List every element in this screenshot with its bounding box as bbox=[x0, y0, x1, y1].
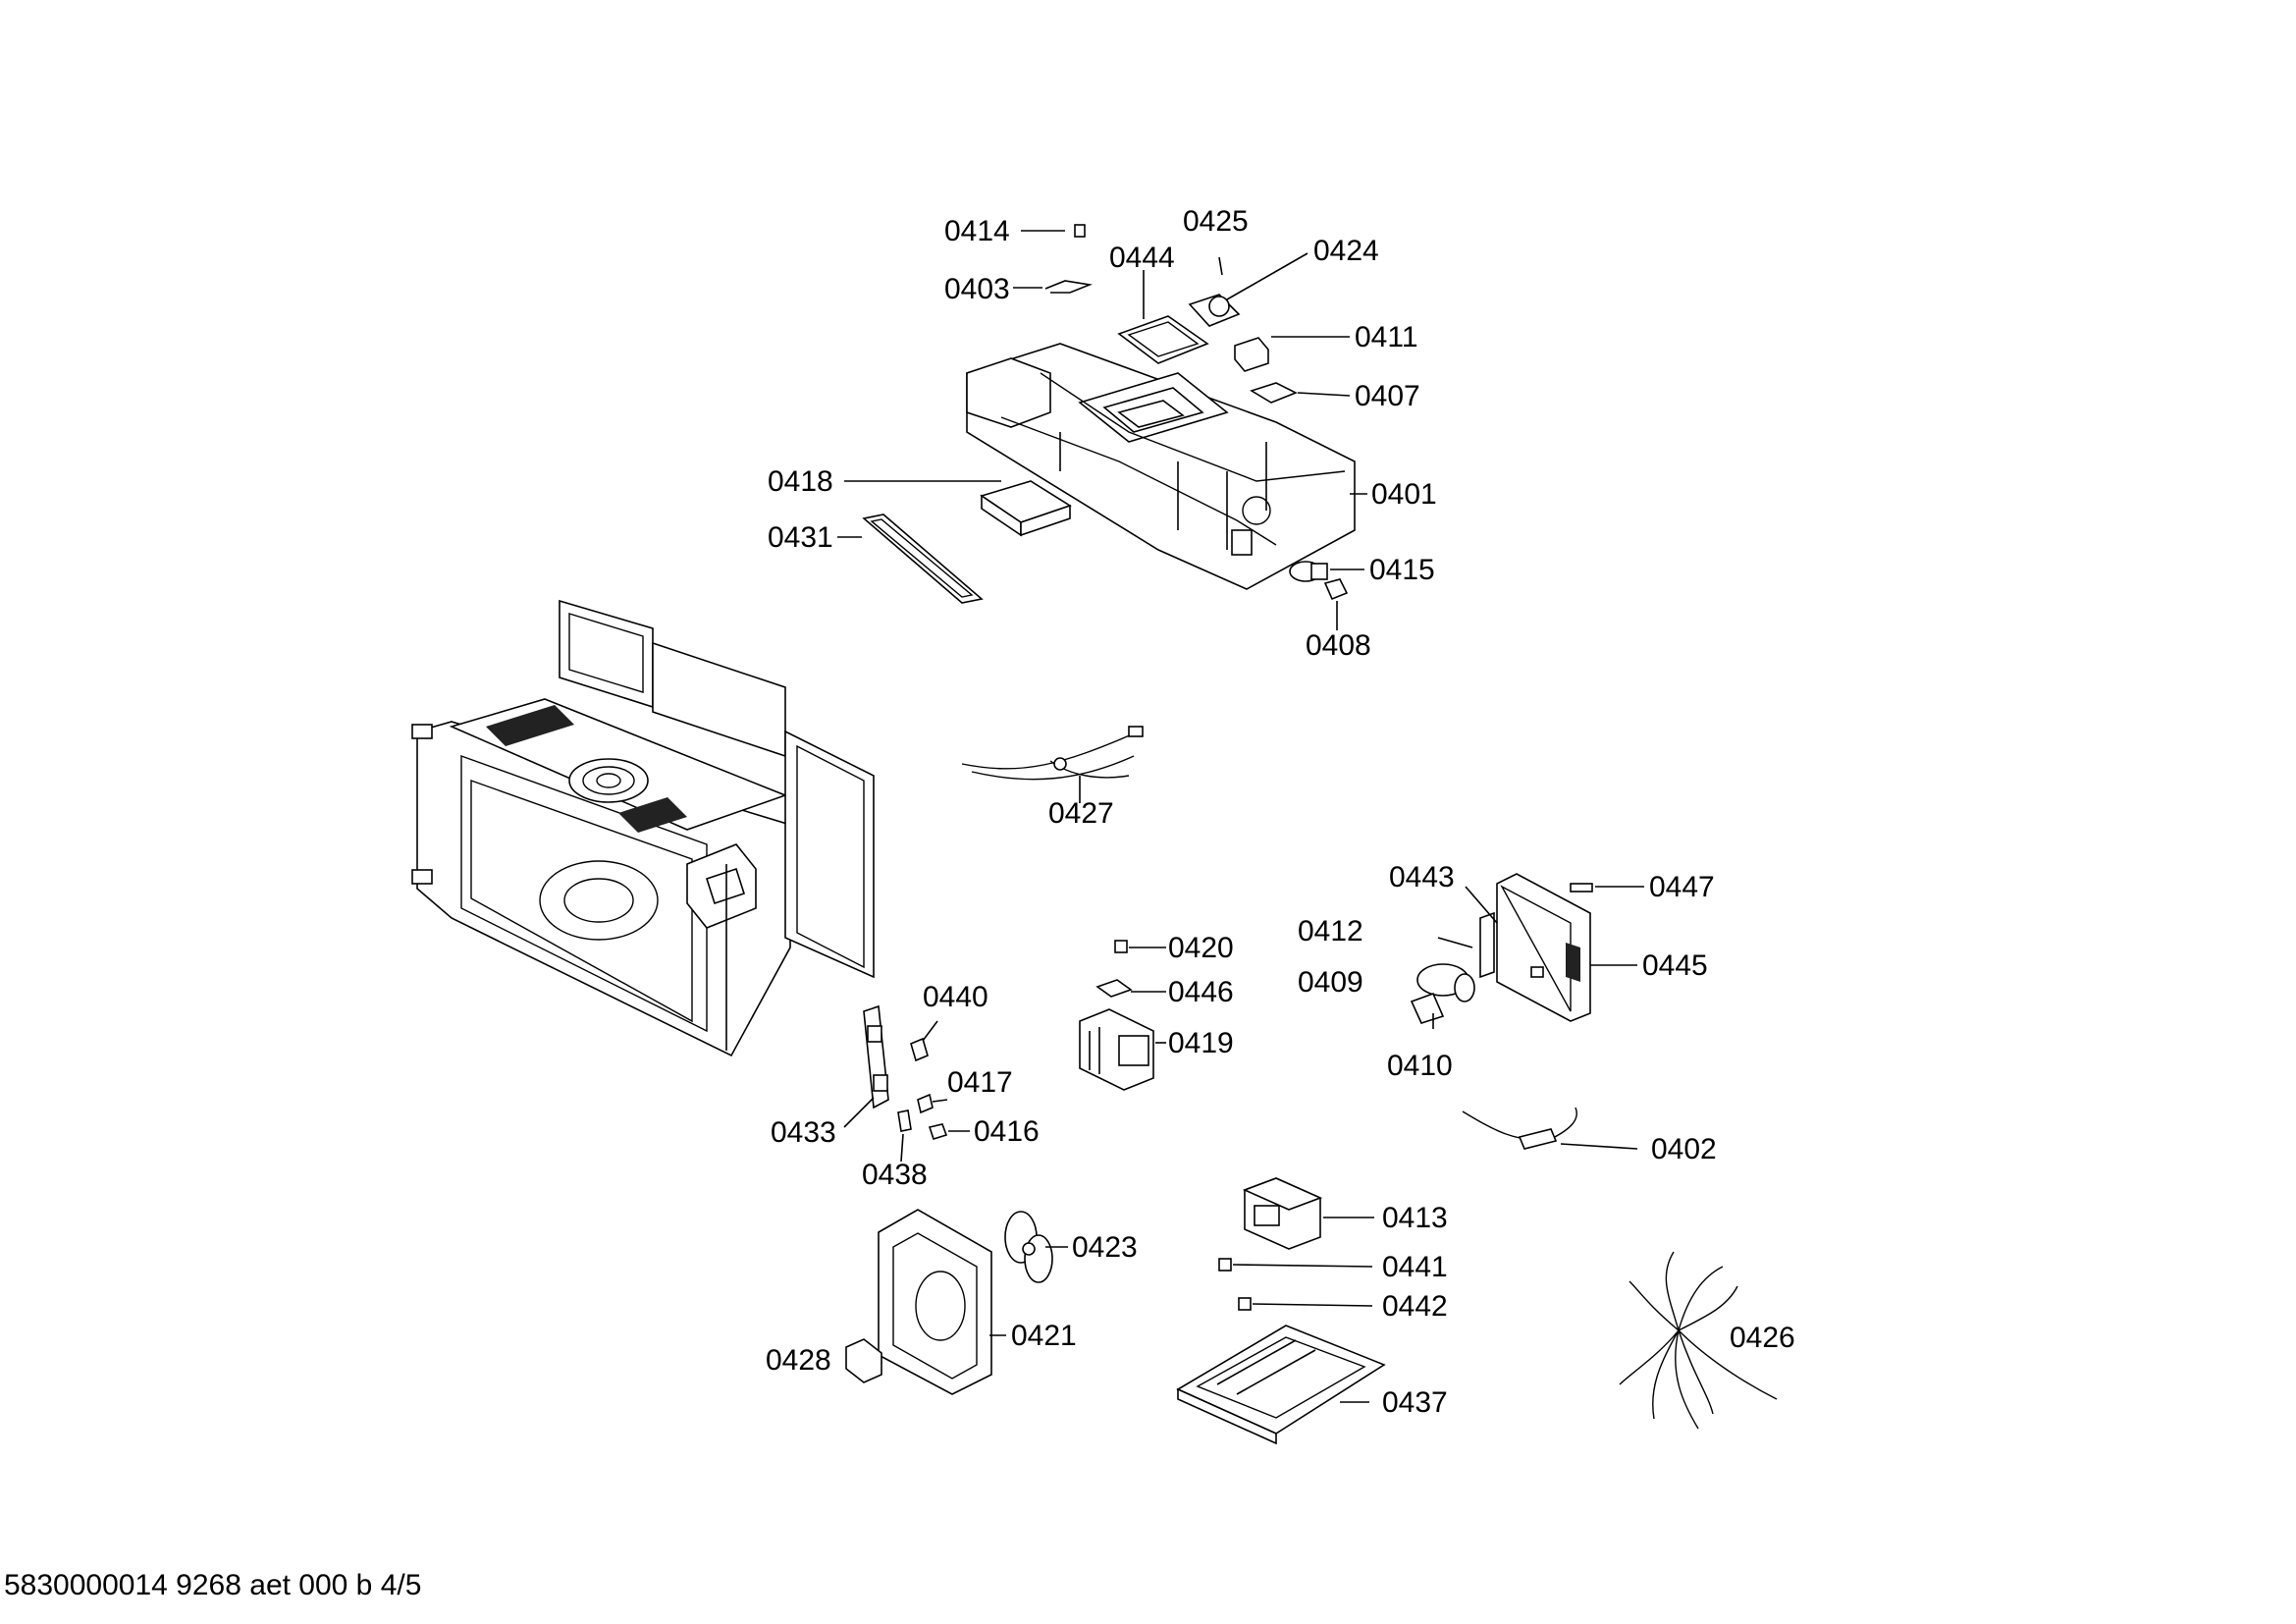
part-0425-pin bbox=[1218, 256, 1223, 276]
label-0403: 0403 bbox=[944, 273, 1010, 305]
label-0411: 0411 bbox=[1355, 321, 1418, 353]
label-0440: 0440 bbox=[923, 981, 988, 1013]
label-0418: 0418 bbox=[768, 465, 833, 498]
label-0401: 0401 bbox=[1371, 478, 1437, 511]
label-0416: 0416 bbox=[974, 1115, 1040, 1148]
part-0401-base-frame bbox=[966, 343, 1356, 590]
label-0438: 0438 bbox=[862, 1159, 928, 1191]
label-0437: 0437 bbox=[1382, 1386, 1448, 1419]
cavity-housing bbox=[411, 599, 875, 1057]
label-0408: 0408 bbox=[1306, 629, 1371, 662]
part-labels: 0414 0403 0444 0425 0424 0411 0407 0418 … bbox=[766, 205, 1795, 1419]
part-0440-switch bbox=[910, 1037, 929, 1062]
label-0445: 0445 bbox=[1642, 949, 1708, 982]
label-0424: 0424 bbox=[1313, 235, 1379, 267]
part-0410-clamp bbox=[1410, 992, 1445, 1024]
part-0424-motor bbox=[1188, 294, 1241, 327]
part-0431-gasket bbox=[862, 514, 984, 604]
part-0412-wire bbox=[1437, 937, 1473, 948]
part-0413-transformer bbox=[1242, 1177, 1323, 1250]
part-0409-capacitor bbox=[1416, 963, 1475, 1002]
part-0421-fan-housing bbox=[878, 1209, 992, 1395]
leader-lines bbox=[837, 230, 1644, 1403]
label-0425: 0425 bbox=[1183, 205, 1249, 238]
label-0421: 0421 bbox=[1011, 1320, 1077, 1352]
part-0428-part bbox=[845, 1338, 882, 1383]
part-0444-filter bbox=[1117, 315, 1209, 364]
part-0447-switch bbox=[1570, 883, 1593, 893]
part-0420-screw bbox=[1114, 940, 1128, 953]
document-footer-code: 5830000014 9268 aet 000 b 4/5 bbox=[4, 1569, 422, 1601]
label-0409: 0409 bbox=[1298, 966, 1363, 999]
part-0437-base-plate bbox=[1176, 1325, 1386, 1445]
part-0417-switch bbox=[917, 1093, 934, 1114]
part-0445-control-bracket bbox=[1479, 873, 1591, 1022]
label-0431: 0431 bbox=[768, 521, 833, 554]
label-0426: 0426 bbox=[1730, 1322, 1795, 1354]
label-0427: 0427 bbox=[1048, 797, 1114, 830]
label-0443: 0443 bbox=[1389, 861, 1455, 893]
label-0414: 0414 bbox=[944, 215, 1010, 247]
label-0423: 0423 bbox=[1072, 1231, 1138, 1264]
label-0420: 0420 bbox=[1168, 932, 1234, 964]
label-0428: 0428 bbox=[766, 1344, 831, 1377]
label-0402: 0402 bbox=[1651, 1133, 1717, 1165]
label-0415: 0415 bbox=[1369, 554, 1435, 586]
part-0403-bracket bbox=[1044, 280, 1093, 294]
label-0441: 0441 bbox=[1382, 1251, 1448, 1283]
label-0410: 0410 bbox=[1387, 1050, 1453, 1082]
part-0442-screw bbox=[1238, 1297, 1252, 1311]
part-0402-cable bbox=[1462, 1107, 1577, 1150]
part-0423-fan-blade bbox=[1004, 1211, 1053, 1283]
label-0447: 0447 bbox=[1649, 871, 1715, 903]
part-0419-transformer bbox=[1079, 1008, 1154, 1091]
label-0417: 0417 bbox=[947, 1066, 1013, 1099]
part-0407-plate bbox=[1250, 382, 1298, 404]
label-0413: 0413 bbox=[1382, 1202, 1448, 1234]
label-0446: 0446 bbox=[1168, 976, 1234, 1008]
part-0438-part bbox=[897, 1110, 912, 1132]
label-0407: 0407 bbox=[1355, 380, 1420, 412]
label-0444: 0444 bbox=[1109, 242, 1175, 274]
part-0418-box bbox=[980, 480, 1072, 537]
part-0416-part bbox=[928, 1123, 948, 1140]
part-0411-box bbox=[1234, 337, 1269, 372]
label-0419: 0419 bbox=[1168, 1027, 1234, 1059]
part-0433-latch bbox=[863, 1004, 889, 1110]
part-0441-screw bbox=[1218, 1258, 1232, 1272]
part-0426-wire-set bbox=[1619, 1251, 1778, 1430]
label-0433: 0433 bbox=[771, 1116, 836, 1149]
part-0446-plate bbox=[1095, 979, 1133, 998]
part-0427-harness bbox=[961, 726, 1144, 781]
part-0408-socket bbox=[1323, 578, 1349, 601]
part-0415-lamp bbox=[1289, 561, 1328, 582]
label-0442: 0442 bbox=[1382, 1290, 1448, 1323]
label-0412: 0412 bbox=[1298, 915, 1363, 947]
part-0414-screw bbox=[1074, 224, 1086, 238]
